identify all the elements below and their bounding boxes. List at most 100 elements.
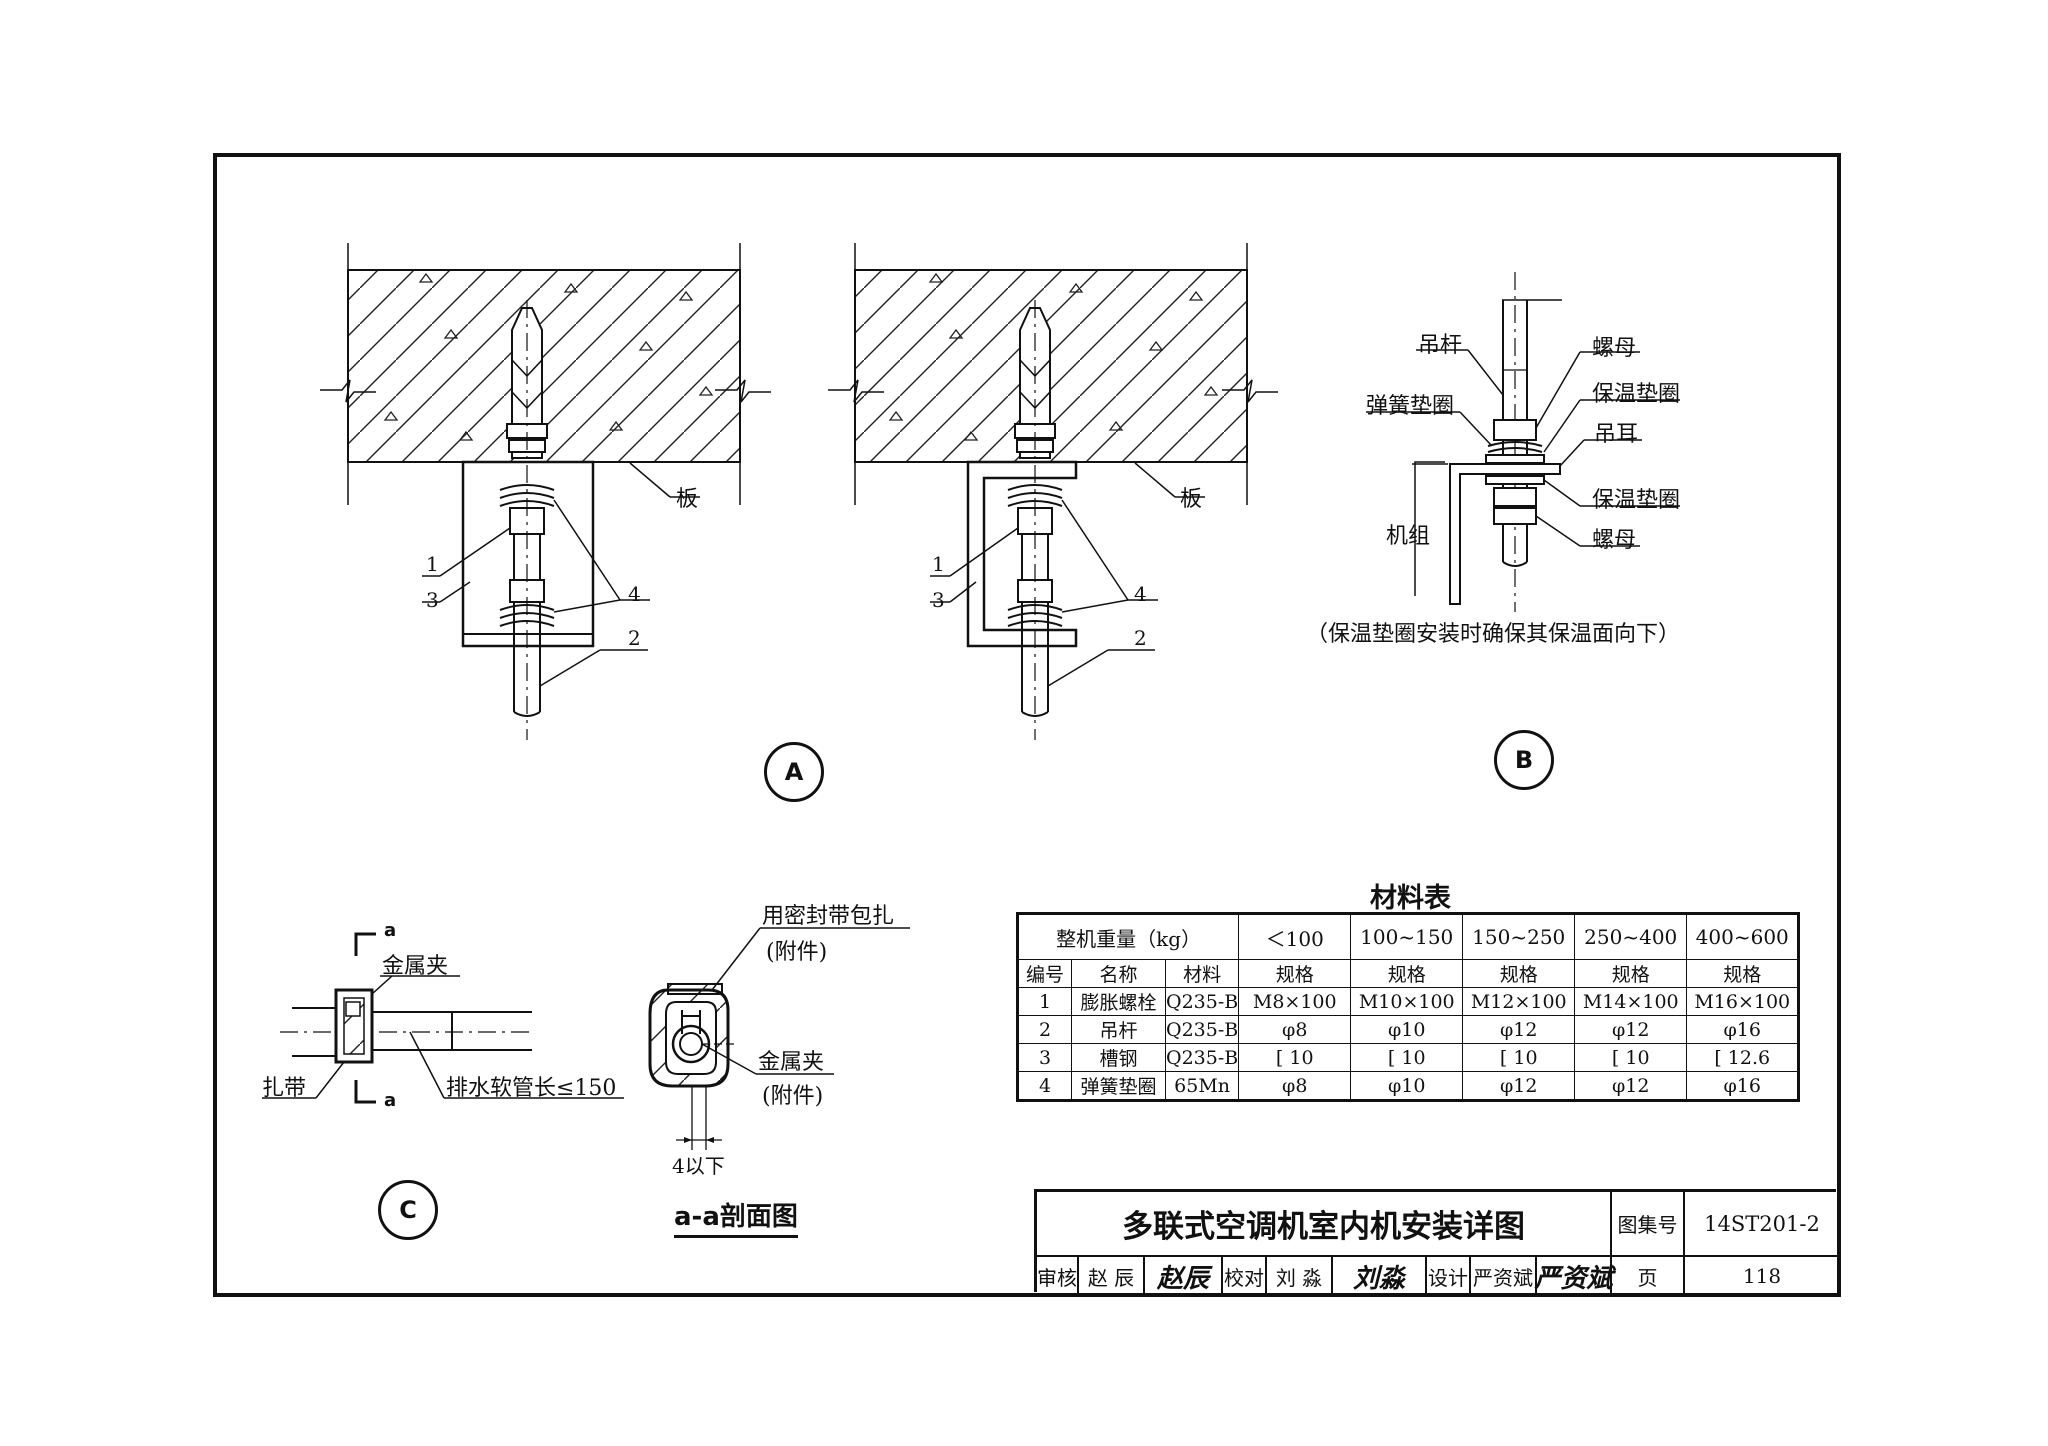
detail-marker-a: A xyxy=(764,742,824,802)
col-header: 材料 xyxy=(1164,959,1240,988)
callout-4-right: 4 xyxy=(1134,582,1147,606)
table-cell: Q235-B xyxy=(1164,987,1240,1016)
signature-row: 审核 赵 辰 赵辰 校对 刘 淼 刘淼 设计 严资斌 严资斌 页 118 xyxy=(1037,1257,1839,1295)
callout-2-left: 2 xyxy=(628,626,641,650)
table-cell: Q235-B xyxy=(1164,1015,1240,1044)
review-label: 审核 xyxy=(1037,1257,1079,1295)
table-cell: Q235-B xyxy=(1164,1043,1240,1072)
materials-title: 材料表 xyxy=(1370,883,1451,914)
table-row: 3 槽钢 Q235-B [ 10 [ 10 [ 10 [ 10 [ 12.6 xyxy=(1017,1043,1800,1072)
table-cell: φ12 xyxy=(1574,1071,1688,1101)
detail-marker-b: B xyxy=(1494,730,1554,790)
table-cell: φ8 xyxy=(1238,1071,1352,1101)
weight-range: 100~150 xyxy=(1350,913,1464,960)
table-cell: [ 12.6 xyxy=(1686,1043,1800,1072)
callout-1-left: 1 xyxy=(426,552,439,576)
table-cell: 4 xyxy=(1017,1071,1072,1101)
detail-b-note: （保温垫圈安装时确保其保温面向下） xyxy=(1306,622,1681,647)
detail-b-drawing xyxy=(1366,272,1680,612)
reviewer-signature: 赵辰 xyxy=(1145,1257,1223,1295)
label-dimension: 4以下 xyxy=(672,1154,725,1178)
table-cell: 65Mn xyxy=(1164,1071,1240,1101)
table-cell: 3 xyxy=(1017,1043,1072,1072)
callout-3-right: 3 xyxy=(932,588,945,612)
checker-name: 刘 淼 xyxy=(1267,1257,1333,1295)
label-nut-bottom: 螺母 xyxy=(1592,528,1637,553)
label-seal-tape-note: (附件) xyxy=(766,940,828,965)
table-cell: φ16 xyxy=(1686,1071,1800,1101)
col-header: 规格 xyxy=(1574,959,1688,988)
title-block: 多联式空调机室内机安装详图 图集号 14ST201-2 审核 赵 辰 赵辰 校对… xyxy=(1034,1189,1839,1295)
designer-signature: 严资斌 xyxy=(1535,1257,1613,1295)
col-header: 规格 xyxy=(1686,959,1800,988)
callout-2-right: 2 xyxy=(1134,626,1147,650)
page-number: 118 xyxy=(1742,1264,1782,1288)
section-aa-title: a-a剖面图 xyxy=(674,1196,798,1238)
page-label: 页 xyxy=(1612,1257,1685,1295)
label-nut-top: 螺母 xyxy=(1592,336,1637,361)
section-mark-bottom: a xyxy=(384,1090,397,1111)
label-strap: 扎带 xyxy=(262,1076,307,1101)
materials-table: 整机重量（kg） ＜100 100~150 150~250 250~400 40… xyxy=(1016,912,1801,1102)
designer-name: 严资斌 xyxy=(1471,1257,1537,1295)
table-cell: φ10 xyxy=(1350,1071,1464,1101)
atlas-number: 14ST201-2 xyxy=(1685,1192,1839,1257)
label-insulation-washer-bottom: 保温垫圈 xyxy=(1592,488,1681,513)
col-header: 规格 xyxy=(1238,959,1352,988)
weight-range: 250~400 xyxy=(1574,913,1688,960)
table-cell: [ 10 xyxy=(1462,1043,1576,1072)
table-cell: [ 10 xyxy=(1350,1043,1464,1072)
label-unit: 机组 xyxy=(1386,524,1431,549)
col-header: 编号 xyxy=(1017,959,1072,988)
label-insulation-washer-top: 保温垫圈 xyxy=(1592,382,1681,407)
table-cell: [ 10 xyxy=(1574,1043,1688,1072)
table-row: 1 膨胀螺栓 Q235-B M8×100 M10×100 M12×100 M14… xyxy=(1017,987,1800,1016)
label-metal-clamp: 金属夹 xyxy=(382,954,449,979)
table-cell: 1 xyxy=(1017,987,1072,1016)
detail-a-left xyxy=(320,243,771,740)
sheet-frame xyxy=(213,153,1841,1297)
table-row: 编号 名称 材料 规格 规格 规格 规格 规格 xyxy=(1017,959,1800,988)
table-row: 整机重量（kg） ＜100 100~150 150~250 250~400 40… xyxy=(1016,913,1800,960)
col-header: 名称 xyxy=(1071,959,1166,988)
weight-range: ＜100 xyxy=(1238,913,1352,960)
check-label: 校对 xyxy=(1223,1257,1267,1295)
detail-marker-c: C xyxy=(378,1180,438,1240)
callout-4-left: 4 xyxy=(628,582,641,606)
table-cell: M14×100 xyxy=(1574,987,1688,1016)
table-cell: 槽钢 xyxy=(1071,1043,1166,1072)
table-cell: M10×100 xyxy=(1350,987,1464,1016)
table-cell: φ12 xyxy=(1462,1015,1576,1044)
weight-header: 整机重量（kg） xyxy=(1016,913,1240,960)
detail-a-right xyxy=(828,243,1278,740)
table-row: 2 吊杆 Q235-B φ8 φ10 φ12 φ12 φ16 xyxy=(1017,1015,1800,1044)
table-cell: φ10 xyxy=(1350,1015,1464,1044)
slab-label-a-left: 板 xyxy=(676,487,699,512)
table-cell: M16×100 xyxy=(1686,987,1800,1016)
checker-signature: 刘淼 xyxy=(1333,1257,1427,1295)
callout-3-left: 3 xyxy=(426,588,439,612)
table-cell: φ16 xyxy=(1686,1015,1800,1044)
label-seal-tape: 用密封带包扎 xyxy=(762,904,895,929)
table-cell: 弹簧垫圈 xyxy=(1071,1071,1166,1101)
label-drain-hose: 排水软管长≤150 xyxy=(446,1076,617,1101)
table-cell: 吊杆 xyxy=(1071,1015,1166,1044)
slab-label-a-right: 板 xyxy=(1180,487,1203,512)
weight-range: 150~250 xyxy=(1462,913,1576,960)
table-cell: φ12 xyxy=(1574,1015,1688,1044)
table-cell: φ8 xyxy=(1238,1015,1352,1044)
table-cell: φ12 xyxy=(1462,1071,1576,1101)
weight-range: 400~600 xyxy=(1686,913,1800,960)
col-header: 规格 xyxy=(1462,959,1576,988)
detail-c-drawing xyxy=(262,927,910,1150)
table-cell: 膨胀螺栓 xyxy=(1071,987,1166,1016)
atlas-label: 图集号 xyxy=(1612,1192,1685,1257)
label-hanger-rod: 吊杆 xyxy=(1418,333,1463,358)
table-cell: M12×100 xyxy=(1462,987,1576,1016)
callout-1-right: 1 xyxy=(932,552,945,576)
label-lifting-lug: 吊耳 xyxy=(1594,422,1639,447)
table-cell: M8×100 xyxy=(1238,987,1352,1016)
reviewer-name: 赵 辰 xyxy=(1079,1257,1145,1295)
table-cell: 2 xyxy=(1017,1015,1072,1044)
